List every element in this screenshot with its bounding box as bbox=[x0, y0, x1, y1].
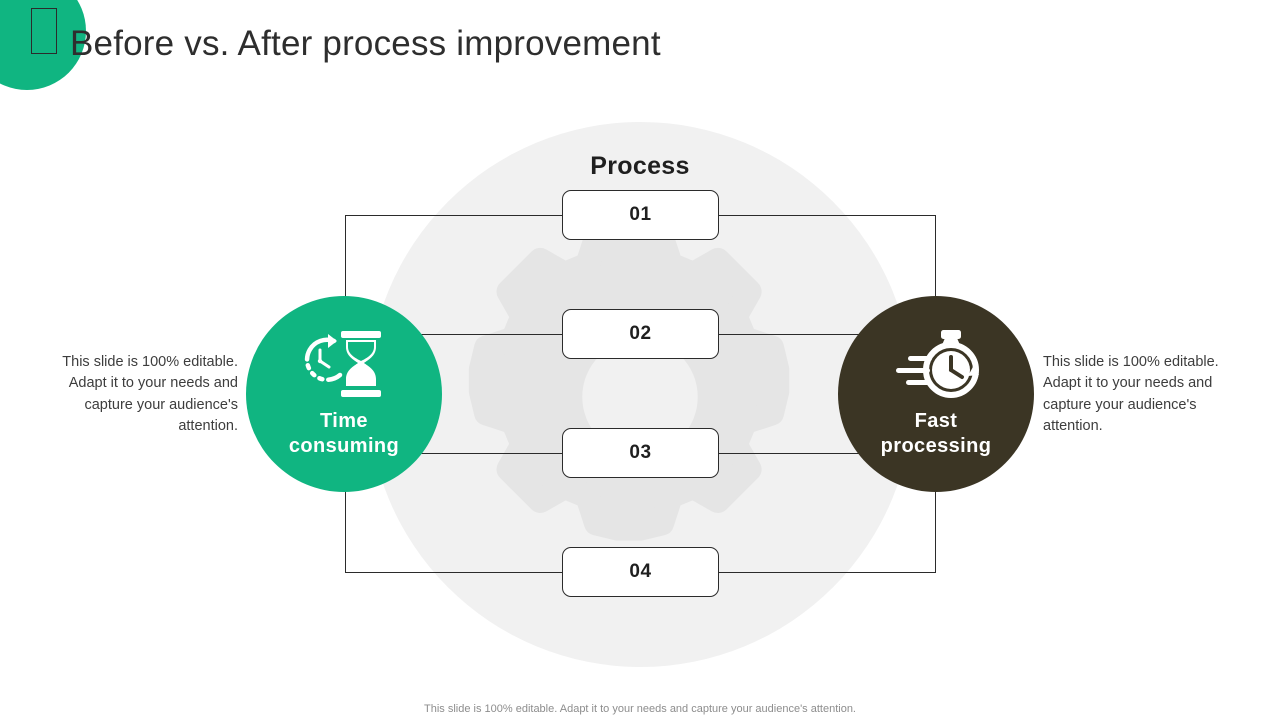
connector-line-right-03 bbox=[713, 453, 936, 455]
footer-note: This slide is 100% editable. Adapt it to… bbox=[424, 703, 856, 715]
step-box-02[interactable]: 02 bbox=[562, 309, 719, 359]
step-box-01[interactable]: 01 bbox=[562, 190, 719, 240]
page-title: Before vs. After process improvement bbox=[70, 24, 661, 63]
connector-line-right-01 bbox=[713, 215, 936, 217]
hourglass-clock-icon bbox=[304, 330, 381, 397]
connector-line-right-02 bbox=[713, 334, 936, 336]
description-left: This slide is 100% editable. Adapt it to… bbox=[62, 354, 238, 435]
description-right: This slide is 100% editable. Adapt it to… bbox=[1043, 354, 1219, 435]
connector-line-right-04 bbox=[713, 572, 936, 574]
node-label-line2: processing bbox=[880, 435, 992, 457]
node-fast-processing[interactable]: Fast processing bbox=[838, 296, 1034, 492]
connector-line-left-01 bbox=[345, 215, 567, 217]
step-box-04[interactable]: 04 bbox=[562, 547, 719, 597]
node-label-line1: Fast bbox=[914, 409, 958, 432]
decorative-rectangle-outline bbox=[31, 8, 57, 54]
gear-icon bbox=[468, 222, 790, 541]
process-heading: Process bbox=[590, 152, 690, 180]
connector-line-left-04 bbox=[345, 572, 567, 574]
stopwatch-speed-icon bbox=[896, 329, 979, 398]
node-label-fast-processing: Fast processing bbox=[881, 409, 992, 459]
node-time-consuming[interactable]: Time consuming bbox=[246, 296, 442, 492]
node-label-time-consuming: Time consuming bbox=[289, 409, 399, 459]
step-box-03[interactable]: 03 bbox=[562, 428, 719, 478]
node-label-line1: Time bbox=[320, 409, 368, 432]
connector-line-left-02 bbox=[345, 334, 567, 336]
node-label-line2: consuming bbox=[288, 435, 400, 457]
connector-line-left-03 bbox=[345, 453, 567, 455]
